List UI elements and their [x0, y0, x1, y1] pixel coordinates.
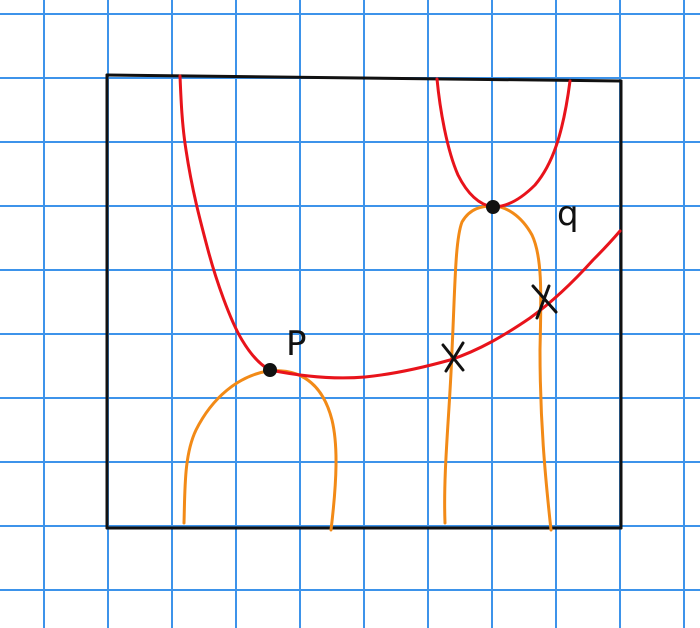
- red-curve-left-branch: [178, 74, 272, 372]
- point-p-dot: [263, 363, 277, 377]
- point-q-dot: [486, 200, 500, 214]
- intersection-marks: [441, 284, 558, 373]
- frame-square: [105, 73, 623, 530]
- point-p-label: P: [286, 324, 307, 364]
- cross-mark-right: [531, 284, 558, 320]
- point-q-label: q: [557, 194, 579, 234]
- frame-top-edge: [105, 73, 623, 83]
- red-curve-horizontal: [268, 229, 622, 380]
- cross-mark-left: [441, 341, 465, 373]
